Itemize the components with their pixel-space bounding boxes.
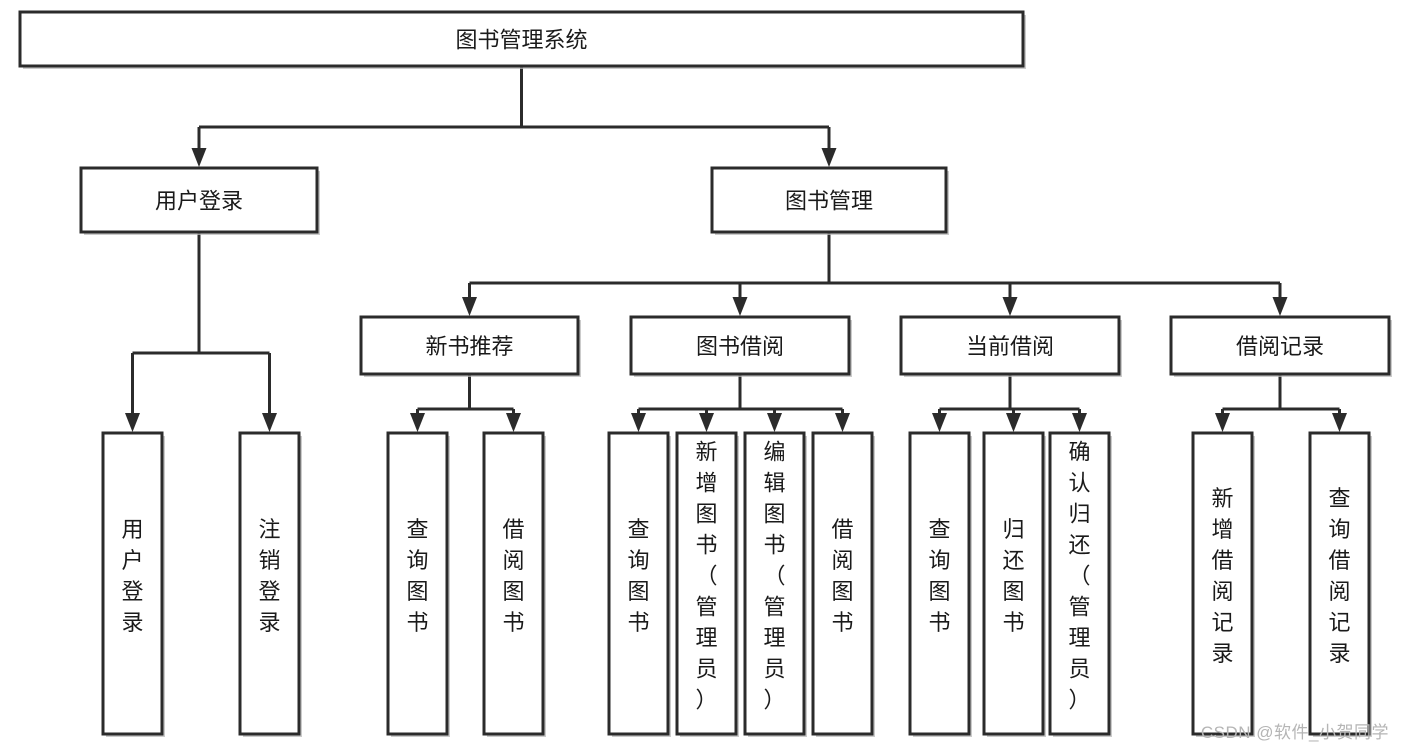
- node-label: 查询借阅记录: [1328, 486, 1350, 666]
- node-leaf-rec-query[interactable]: 查询图书: [386, 431, 450, 737]
- node-new-book-rec[interactable]: 新书推荐: [359, 315, 581, 377]
- node-root[interactable]: 图书管理系统: [18, 10, 1026, 69]
- node-label: 借阅图书: [831, 517, 853, 635]
- nodes-layer: 图书管理系统用户登录图书管理新书推荐图书借阅当前借阅借阅记录用户登录注销登录查询…: [18, 10, 1392, 737]
- edge-user-login-to-leaf-user-login: [125, 232, 201, 432]
- edge-new-book-rec-to-leaf-rec-borrow: [468, 374, 521, 432]
- node-leaf-cb-confirm[interactable]: 确认归还（管理员）: [1048, 431, 1112, 737]
- edge-borrow-record-to-leaf-br-query: [1278, 374, 1347, 432]
- edge-current-borrow-to-leaf-cb-query: [932, 374, 1012, 432]
- node-leaf-cb-return[interactable]: 归还图书: [982, 431, 1046, 737]
- node-leaf-bb-query[interactable]: 查询图书: [607, 431, 671, 737]
- node-current-borrow[interactable]: 当前借阅: [899, 315, 1122, 377]
- edge-book-manage-to-new-book-rec: [462, 232, 831, 316]
- edge-root-to-book-manage: [520, 66, 837, 167]
- edge-book-manage-to-current-borrow: [827, 232, 1018, 316]
- edge-current-borrow-to-leaf-cb-return: [1006, 374, 1021, 432]
- edge-root-to-user-login: [191, 66, 523, 167]
- edge-current-borrow-to-leaf-cb-confirm: [1008, 374, 1087, 432]
- node-leaf-cb-query[interactable]: 查询图书: [908, 431, 972, 737]
- node-label: 图书管理: [785, 189, 873, 214]
- csdn-watermark: CSDN @软件_小贺同学: [1200, 723, 1389, 742]
- node-label: 当前借阅: [966, 334, 1054, 359]
- edge-book-manage-to-book-borrow: [732, 232, 831, 316]
- node-label: 借阅记录: [1236, 334, 1324, 359]
- node-label: 用户登录: [155, 189, 243, 214]
- node-book-borrow[interactable]: 图书借阅: [629, 315, 852, 377]
- node-leaf-rec-borrow[interactable]: 借阅图书: [482, 431, 546, 737]
- edge-user-login-to-leaf-user-logout: [197, 232, 277, 432]
- node-book-manage[interactable]: 图书管理: [710, 166, 949, 235]
- node-label: 查询图书: [627, 517, 649, 635]
- node-leaf-br-query[interactable]: 查询借阅记录: [1308, 431, 1372, 737]
- node-label: 确认归还（管理员）: [1068, 440, 1090, 713]
- node-user-login[interactable]: 用户登录: [79, 166, 320, 235]
- node-leaf-bb-add[interactable]: 新增图书（管理员）: [675, 431, 739, 737]
- node-label: 归还图书: [1002, 517, 1024, 635]
- edge-new-book-rec-to-leaf-rec-query: [410, 374, 471, 432]
- node-label: 编辑图书（管理员）: [763, 440, 785, 713]
- node-label: 新增图书（管理员）: [695, 440, 717, 713]
- node-leaf-bb-edit[interactable]: 编辑图书（管理员）: [743, 431, 807, 737]
- node-label: 查询图书: [406, 517, 428, 635]
- edge-book-borrow-to-leaf-bb-edit: [738, 374, 782, 432]
- node-label: 借阅图书: [502, 517, 524, 635]
- node-label: 注销登录: [258, 517, 280, 635]
- edge-book-borrow-to-leaf-bb-query: [631, 374, 742, 432]
- edges-layer: [125, 66, 1347, 432]
- edge-book-manage-to-borrow-record: [827, 232, 1288, 316]
- node-label: 查询图书: [928, 517, 950, 635]
- node-label: 图书借阅: [696, 334, 784, 359]
- edge-borrow-record-to-leaf-br-add: [1215, 374, 1282, 432]
- node-label: 新增借阅记录: [1211, 486, 1233, 666]
- node-leaf-br-add[interactable]: 新增借阅记录: [1191, 431, 1255, 737]
- node-leaf-bb-borrow[interactable]: 借阅图书: [811, 431, 875, 737]
- node-label: 用户登录: [121, 517, 143, 635]
- node-leaf-user-login[interactable]: 用户登录: [101, 431, 165, 737]
- node-leaf-user-logout[interactable]: 注销登录: [238, 431, 302, 737]
- edge-book-borrow-to-leaf-bb-add: [699, 374, 742, 432]
- node-borrow-record[interactable]: 借阅记录: [1169, 315, 1392, 377]
- edge-book-borrow-to-leaf-bb-borrow: [738, 374, 850, 432]
- node-label: 图书管理系统: [455, 28, 587, 53]
- node-label: 新书推荐: [425, 334, 513, 359]
